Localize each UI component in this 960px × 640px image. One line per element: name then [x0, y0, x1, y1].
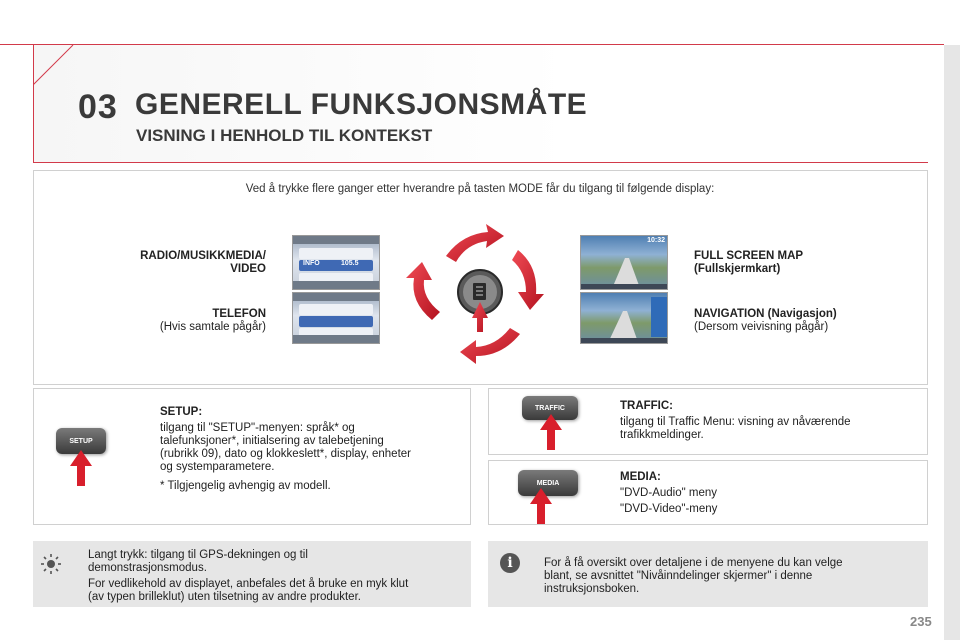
- radio-info-text: INFO: [303, 260, 320, 267]
- media-description: MEDIA: "DVD-Audio" meny "DVD-Video"-meny: [620, 471, 718, 515]
- light-bulb-icon: [41, 554, 61, 574]
- phone-screen-thumbnail: [292, 292, 380, 344]
- navigation-mode-label: NAVIGATION (Navigasjon) (Dersom veivisni…: [694, 308, 837, 333]
- gps-tip-box: [33, 541, 471, 607]
- phone-mode-label: TELEFON (Hvis samtale pågår): [159, 308, 266, 333]
- info-tip-box: [488, 541, 928, 607]
- media-key-button[interactable]: MEDIA: [518, 470, 578, 496]
- chapter-number: 03: [78, 88, 118, 126]
- header-corner: [33, 45, 74, 86]
- cycle-arrow-left-icon: [406, 262, 440, 320]
- setup-section: [33, 388, 471, 525]
- top-rule: [0, 44, 944, 45]
- traffic-description: TRAFFIC: tilgang til Traffic Menu: visni…: [620, 400, 851, 441]
- radio-mode-label: RADIO/MUSIKKMEDIA/ VIDEO: [140, 250, 266, 275]
- page-subtitle: VISNING I HENHOLD TIL KONTEKST: [136, 126, 433, 145]
- info-icon: i: [500, 553, 520, 573]
- radio-frequency-text: 105.5: [341, 260, 359, 267]
- full-screen-map-thumbnail: 10:32: [580, 235, 668, 290]
- chapter-header: [33, 45, 928, 163]
- page-number: 235: [910, 614, 932, 629]
- press-arrow-icon: [530, 488, 552, 524]
- info-tip-text: For å få oversikt over detaljene i de me…: [544, 557, 843, 595]
- setup-description: SETUP: tilgang til "SETUP"-menyen: språk…: [160, 406, 411, 492]
- gps-tip-text: Langt trykk: tilgang til GPS-dekningen o…: [88, 549, 409, 603]
- radio-screen-thumbnail: INFO 105.5: [292, 235, 380, 290]
- cycle-arrow-right-icon: [512, 250, 544, 310]
- press-arrow-icon: [540, 414, 562, 450]
- cycle-arrow-bottom-icon: [460, 328, 520, 364]
- full-map-mode-label: FULL SCREEN MAP (Fullskjermkart): [694, 250, 804, 275]
- cycle-arrow-top-icon: [446, 224, 504, 262]
- page-title: GENERELL FUNKSJONSMÅTE: [135, 88, 588, 121]
- press-arrow-icon: [70, 450, 92, 486]
- mode-cycle-arrows: [406, 224, 544, 364]
- map-clock: 10:32: [647, 237, 665, 244]
- setup-key-button[interactable]: SETUP: [56, 428, 106, 454]
- margin-bar: [944, 45, 960, 640]
- intro-text: Ved å trykke flere ganger etter hverandr…: [245, 183, 715, 195]
- navigation-map-thumbnail: [580, 292, 668, 344]
